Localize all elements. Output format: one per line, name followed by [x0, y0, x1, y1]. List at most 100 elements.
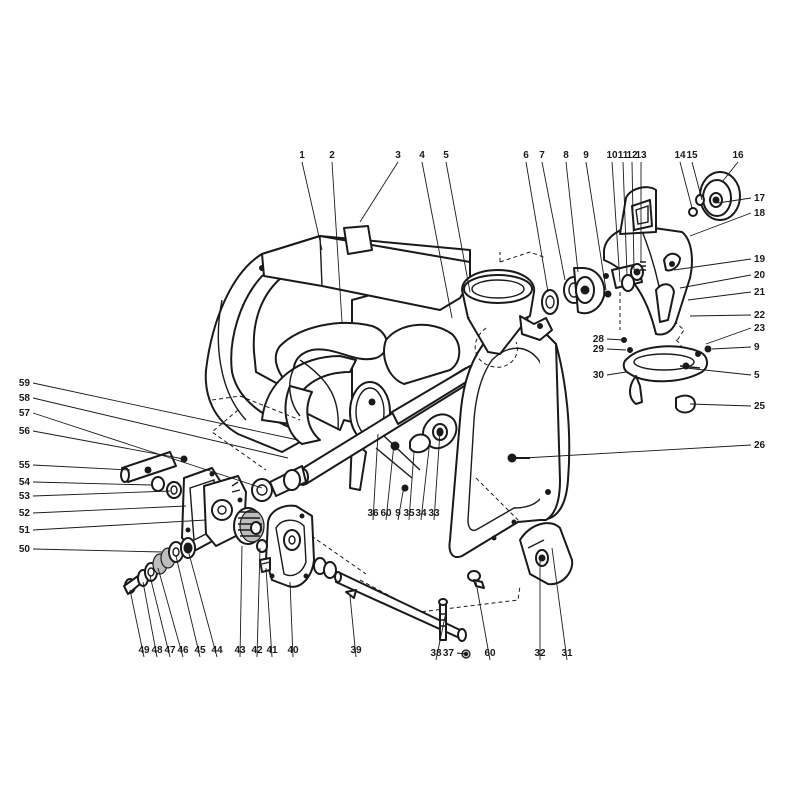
worm-gear: [233, 507, 265, 545]
leader-line-c47: [149, 575, 171, 658]
callout-c9a: 9: [583, 150, 589, 161]
leader-line-c25: [689, 403, 752, 407]
callout-c54: 54: [19, 477, 31, 488]
chute-rotation-ring: [621, 337, 712, 414]
leader-line-c14: [679, 161, 693, 209]
callout-c13: 13: [635, 150, 647, 161]
callout-c15: 15: [686, 150, 698, 161]
callout-c33: 33: [428, 508, 440, 519]
callout-c18: 18: [754, 208, 766, 219]
callout-c59: 59: [19, 378, 31, 389]
callout-c23: 23: [754, 323, 766, 334]
leader-line-c56: [32, 430, 185, 460]
leader-line-c39: [349, 595, 357, 658]
discharge-chute-assembly: [603, 186, 693, 336]
leader-line-c9b: [711, 346, 752, 350]
callout-c16: 16: [732, 150, 744, 161]
leader-line-c53: [32, 490, 171, 497]
callout-c32: 32: [534, 648, 546, 659]
callout-c5b: 5: [754, 370, 760, 381]
leader-line-c18: [689, 212, 752, 237]
leader-line-c10: [611, 161, 621, 283]
auger-lower-shaft: [313, 557, 467, 642]
callout-c34: 34: [415, 508, 427, 519]
callout-c52: 52: [19, 508, 31, 519]
leader-line-c8: [565, 161, 579, 273]
auger-spiral-assembly: [261, 321, 391, 491]
callout-c25: 25: [754, 401, 766, 412]
callout-c1: 1: [299, 150, 305, 161]
leader-line-c60b: [475, 581, 491, 661]
leader-line-c31: [551, 547, 568, 661]
leader-line-c5b: [685, 367, 752, 376]
leader-line-c9c: [397, 485, 405, 521]
flange-bearing-set: [541, 267, 612, 315]
callout-c11: 11: [618, 150, 629, 161]
callout-c40: 40: [287, 645, 299, 656]
callout-c43: 43: [234, 645, 246, 656]
carriage-bolt-60: [467, 570, 485, 589]
leader-line-c15: [691, 161, 703, 201]
auger-housing-right-panel: [448, 320, 571, 558]
callout-c53: 53: [19, 491, 31, 502]
callout-c14: 14: [674, 150, 686, 161]
leader-line-c58: [32, 397, 289, 459]
leader-line-c26: [523, 444, 752, 459]
callout-c5a: 5: [443, 150, 449, 161]
callout-c35: 35: [403, 508, 415, 519]
callout-c4: 4: [419, 150, 425, 161]
leader-line-c38: [435, 611, 447, 661]
callout-c17: 17: [754, 193, 766, 204]
callout-c8: 8: [563, 150, 569, 161]
shear-bolt: [438, 598, 471, 659]
callout-c28: 28: [593, 334, 605, 345]
bearing-block-assembly: [375, 413, 458, 492]
leader-line-c16: [721, 161, 739, 183]
leader-line-c37: [456, 652, 467, 655]
leader-line-c30: [606, 371, 627, 376]
callout-c42: 42: [251, 645, 263, 656]
callout-c12: 12: [626, 150, 638, 161]
callout-c41: 41: [266, 645, 278, 656]
callout-c10: 10: [606, 150, 618, 161]
callout-c46: 46: [177, 645, 189, 656]
leader-line-c51: [32, 519, 207, 531]
leader-line-c20: [679, 274, 752, 289]
callout-c38: 38: [430, 648, 442, 659]
callout-c20: 20: [754, 270, 766, 281]
leader-line-c45: [175, 555, 201, 658]
leader-line-c46: [157, 567, 184, 658]
leader-line-c36: [372, 433, 379, 521]
callout-c48: 48: [151, 645, 163, 656]
spacer-washer-stack: [123, 537, 196, 595]
callout-c60a: 60: [380, 508, 392, 519]
callout-c9b: 9: [754, 342, 760, 353]
callout-c29: 29: [593, 344, 605, 355]
callout-c51: 51: [19, 525, 31, 536]
callout-c21: 21: [754, 287, 766, 298]
callout-c44: 44: [211, 645, 223, 656]
leader-line-c48: [142, 581, 158, 658]
leader-line-c19: [673, 258, 752, 271]
leader-line-c28: [606, 338, 625, 341]
leader-line-c42: [256, 547, 261, 658]
leader-line-c7: [541, 161, 566, 281]
callout-c30: 30: [593, 370, 605, 381]
callout-c58: 58: [19, 393, 31, 404]
leader-line-c41: [265, 567, 273, 658]
leader-line-c33: [433, 431, 441, 521]
callout-c36: 36: [367, 508, 379, 519]
leader-line-c35: [408, 451, 415, 521]
callout-c7: 7: [539, 150, 545, 161]
leader-line-c54: [32, 481, 153, 486]
callout-c50: 50: [19, 544, 31, 555]
skid-shoe: [519, 522, 574, 586]
leader-line-c44: [187, 549, 218, 658]
decal-plate: [343, 225, 373, 255]
callout-c56: 56: [19, 426, 31, 437]
callout-c31: 31: [561, 648, 573, 659]
callout-c47: 47: [164, 645, 176, 656]
leader-line-c9a: [585, 161, 607, 291]
